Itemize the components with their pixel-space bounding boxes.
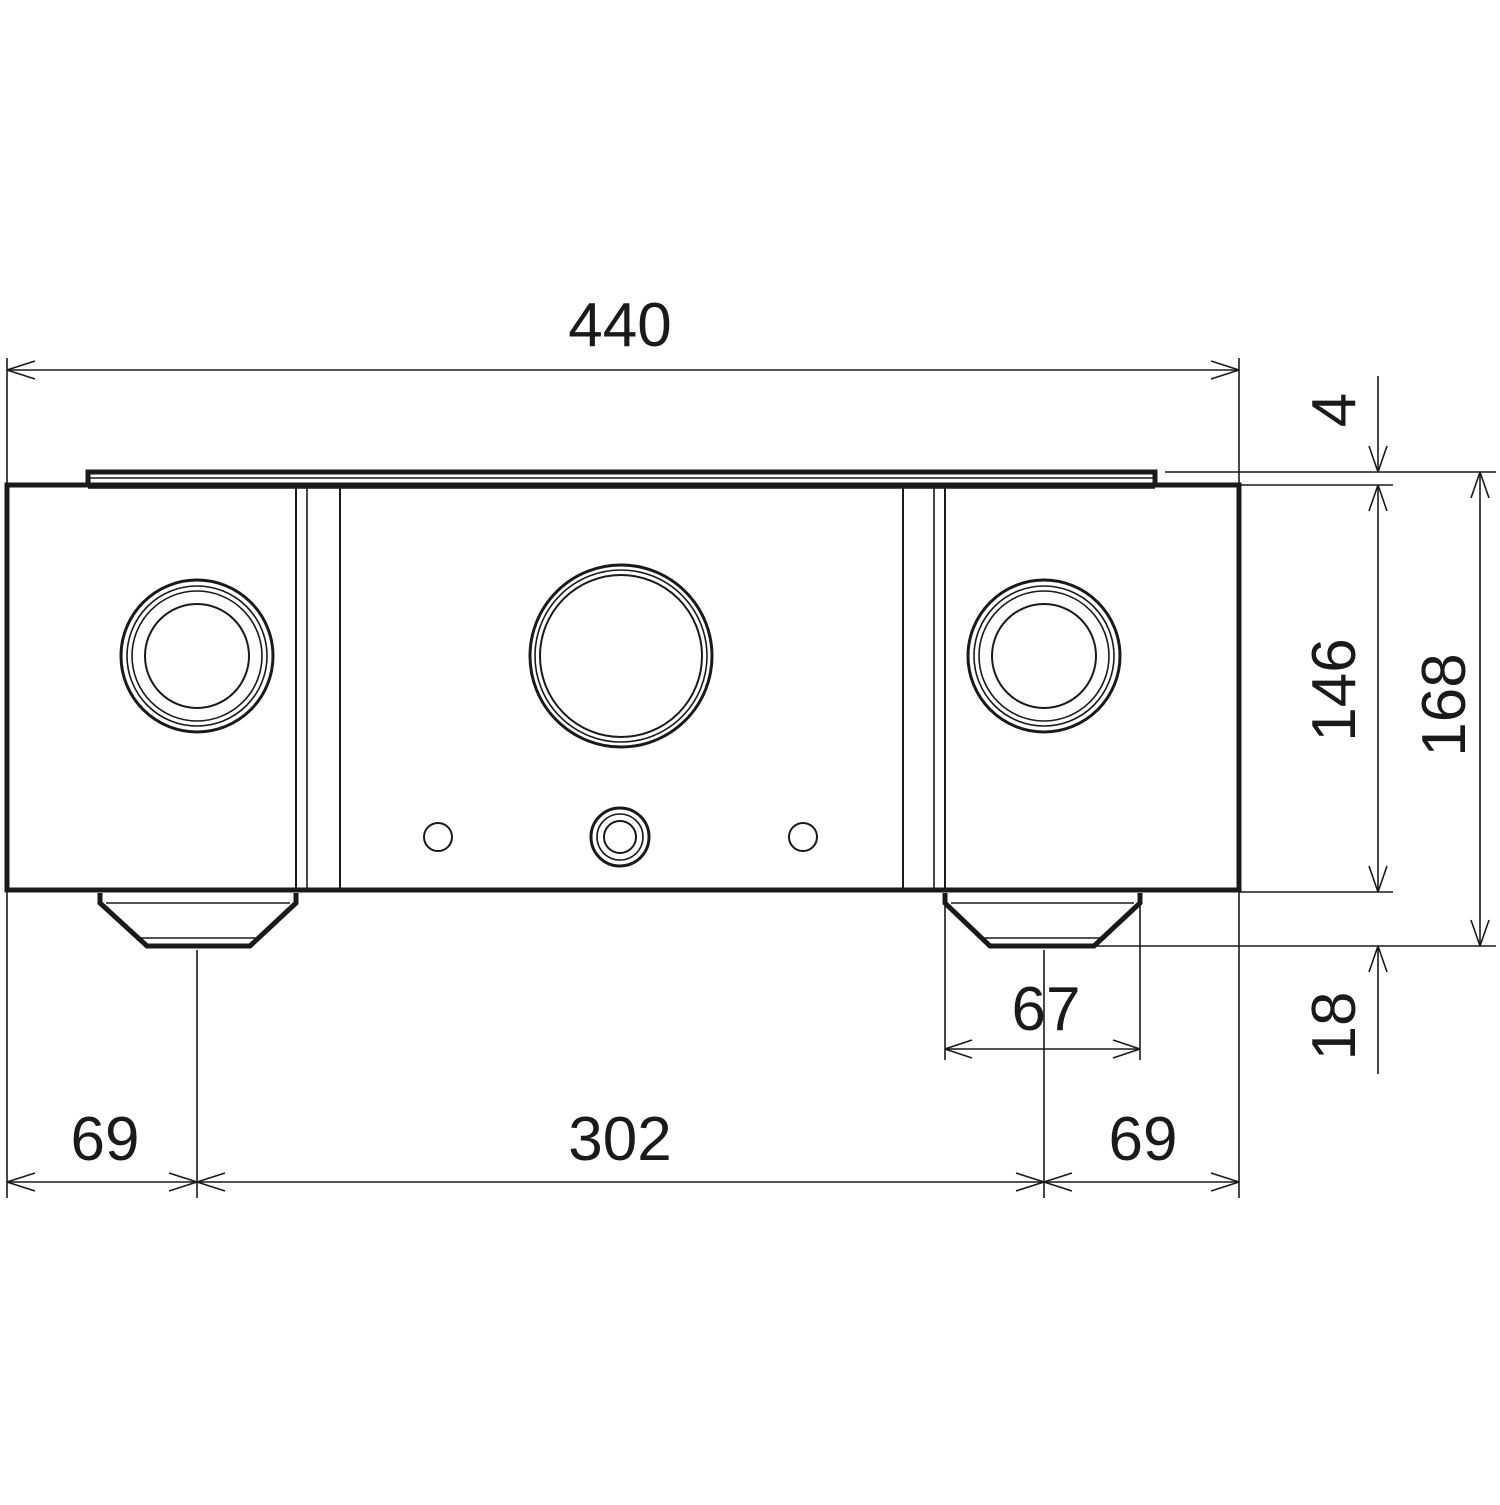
right-indicator-icon (788, 822, 818, 852)
right-offset-label: 69 (1109, 1105, 1178, 1174)
volume-knob-icon (528, 563, 714, 749)
left-offset-label: 69 (71, 1105, 140, 1174)
overall-width-label: 440 (568, 291, 671, 360)
top-plate-label: 4 (1300, 393, 1369, 427)
overall-height-label: 168 (1410, 653, 1479, 756)
right-foot (942, 893, 1143, 949)
dimension-labels: 440 4 146 168 18 67 69 302 69 (71, 291, 1479, 1174)
left-indicator-icon (423, 822, 453, 852)
left-foot (97, 893, 299, 949)
dimension-lines (6, 358, 1496, 1198)
left-meter-icon (119, 578, 275, 734)
right-meter-icon (966, 578, 1122, 734)
foot-width-label: 67 (1012, 975, 1081, 1044)
power-button-icon (589, 806, 651, 868)
chassis (4, 482, 1242, 893)
body-height-label: 146 (1300, 638, 1369, 741)
amplifier-front-view (4, 469, 1242, 949)
foot-height-label: 18 (1300, 992, 1369, 1061)
foot-spacing-label: 302 (568, 1105, 671, 1174)
panel-separators (295, 488, 946, 888)
